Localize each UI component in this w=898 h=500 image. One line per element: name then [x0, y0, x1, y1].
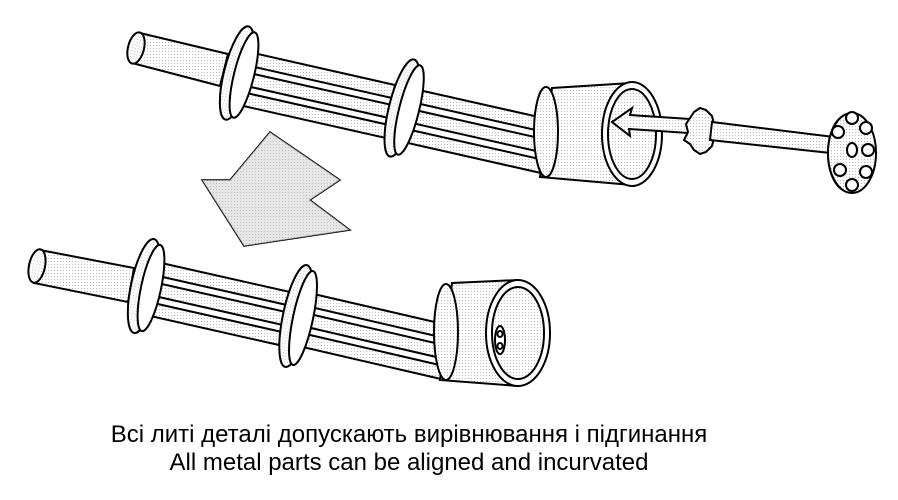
top-cylinder — [533, 81, 663, 187]
bottom-inner-disc — [494, 325, 506, 355]
detached-part — [682, 106, 877, 194]
bottom-assembly — [27, 237, 551, 388]
bottom-cylinder — [433, 278, 551, 388]
caption-english: All metal parts can be aligned and incur… — [169, 449, 649, 476]
down-arrow — [200, 130, 352, 247]
bottom-left-shaft — [27, 248, 136, 304]
top-left-flange — [218, 25, 260, 121]
top-rods-left — [228, 48, 397, 140]
top-left-shaft — [126, 31, 230, 88]
bottom-middle-flange — [278, 264, 318, 368]
caption-ukrainian: Всі литі деталі допускають вирівнювання … — [110, 421, 708, 448]
perforated-disc — [827, 111, 877, 194]
top-assembly — [126, 25, 692, 187]
bottom-rods-right — [292, 290, 454, 381]
insert-arrow — [610, 105, 692, 139]
detached-rod — [708, 120, 844, 156]
bottom-left-flange — [126, 237, 166, 335]
top-middle-flange — [383, 58, 425, 158]
